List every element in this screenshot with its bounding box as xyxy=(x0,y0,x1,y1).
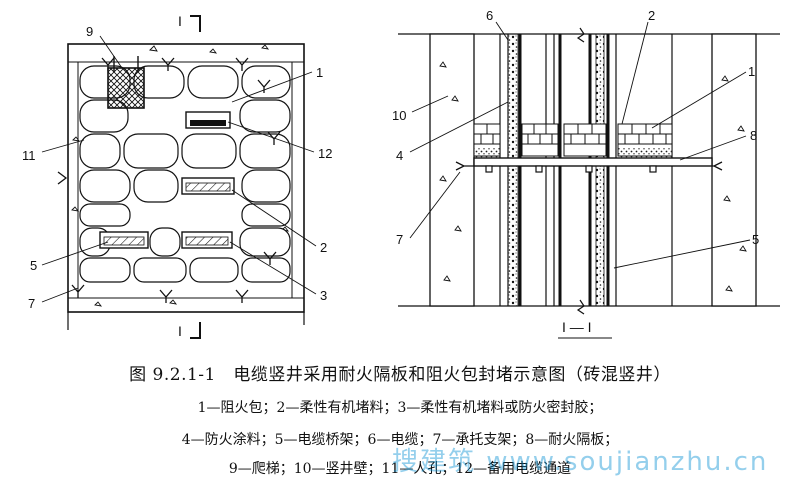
cable-tray-plan-2 xyxy=(181,177,235,195)
section-cut-mark-top: I xyxy=(178,13,201,32)
callout-6: 6 xyxy=(486,8,493,23)
cable-tray-plan-4 xyxy=(181,231,233,249)
callout-5-section: 5 xyxy=(752,232,759,247)
section-view: I — I 6 2 1 10 8 4 7 5 xyxy=(392,8,780,339)
cable-bundle-2 xyxy=(595,33,605,307)
callout-5: 5 xyxy=(30,258,37,273)
watermark: 搜建筑 www.soujianzhu.cn xyxy=(392,447,769,477)
callout-2: 2 xyxy=(320,240,327,255)
callout-4: 4 xyxy=(396,148,403,163)
fire-stop-bags-plan xyxy=(79,65,291,283)
support-brackets-plan xyxy=(57,57,281,303)
cable-bundle-1 xyxy=(507,33,519,307)
section-label: I — I xyxy=(558,319,612,339)
callout-3: 3 xyxy=(320,288,327,303)
support-brackets-section xyxy=(485,165,657,173)
cable-tray-plan-1 xyxy=(185,111,231,129)
plan-callouts: 9 1 11 12 5 2 3 7 xyxy=(22,24,332,311)
figure-title: 图 9.2.1-1 电缆竖井采用耐火隔板和阻火包封堵示意图（砖混竖井） xyxy=(129,365,671,385)
section-callouts: 6 2 1 10 8 4 7 5 xyxy=(392,8,759,247)
legend-line-2: 4—防火涂料；5—电缆桥架；6—电缆；7—承托支架；8—耐火隔板； xyxy=(181,432,619,448)
callout-1: 1 xyxy=(316,65,323,80)
legend-line-1: 1—阻火包；2—柔性有机堵料；3—柔性有机堵料或防火密封胶； xyxy=(197,400,603,416)
legend-line-3: 9—爬梯；10—竖井壁；11—人孔；12—备用电缆通道 xyxy=(228,461,572,477)
callout-12: 12 xyxy=(318,146,332,161)
cable-tray-plan-3 xyxy=(99,231,149,249)
svg-text:I: I xyxy=(178,323,182,339)
callout-7: 7 xyxy=(28,296,35,311)
callout-10: 10 xyxy=(392,108,406,123)
fire-barrier-board xyxy=(473,157,713,167)
callout-1-section: 1 xyxy=(748,64,755,79)
callout-2-section: 2 xyxy=(648,8,655,23)
ladder-box xyxy=(107,56,145,109)
section-cut-mark-bottom: I xyxy=(178,322,201,339)
callout-9: 9 xyxy=(86,24,93,39)
shaft-wall-left xyxy=(429,33,475,307)
svg-text:I: I xyxy=(178,13,182,29)
cable-trays-section xyxy=(499,34,673,306)
shaft-wall-outline xyxy=(67,43,305,313)
callout-11: 11 xyxy=(22,148,36,163)
callout-8: 8 xyxy=(750,128,757,143)
callout-7-section: 7 xyxy=(396,232,403,247)
plan-view: I I 9 1 11 12 5 2 3 7 xyxy=(22,13,332,339)
svg-text:I — I: I — I xyxy=(562,319,592,335)
